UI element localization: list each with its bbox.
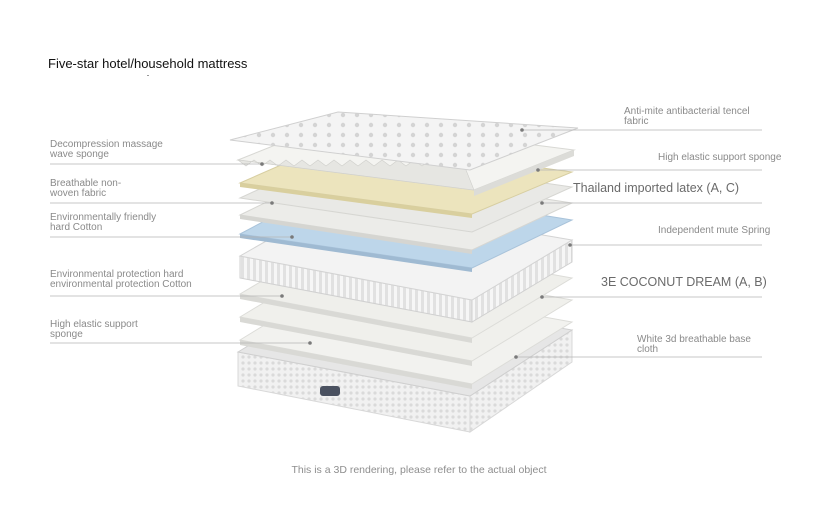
label-latex: Thailand imported latex (A, C) [573,181,740,195]
page-title: Five-star hotel/household mattress [48,56,248,71]
label-tencel-fabric: Anti-mite antibacterial tencel fabric [624,106,750,127]
label-wave-sponge: Decompression massage wave sponge [50,139,163,160]
left-leader-lines [50,163,310,344]
label-elastic-sponge-left: High elastic support sponge [50,319,138,340]
label-coconut: 3E COCONUT DREAM (A, B) [601,275,767,289]
label-hard-cotton: Environmentally friendly hard Cotton [50,212,157,233]
label-elastic-sponge-right: High elastic support sponge [658,152,782,163]
top-quilted-fabric [229,111,579,171]
right-leader-lines [516,129,762,358]
disclaimer-caption: This is a 3D rendering, please refer to … [291,464,547,476]
label-non-woven-fabric: Breathable non- woven fabric [50,178,122,199]
label-protection-cotton: Environmental protection hard environmen… [50,269,192,290]
decorative-tick [147,75,149,76]
label-spring: Independent mute Spring [658,225,771,236]
leader-dots [260,128,572,359]
brand-tag [320,386,340,396]
label-base-cloth: White 3d breathable base cloth [637,334,751,355]
